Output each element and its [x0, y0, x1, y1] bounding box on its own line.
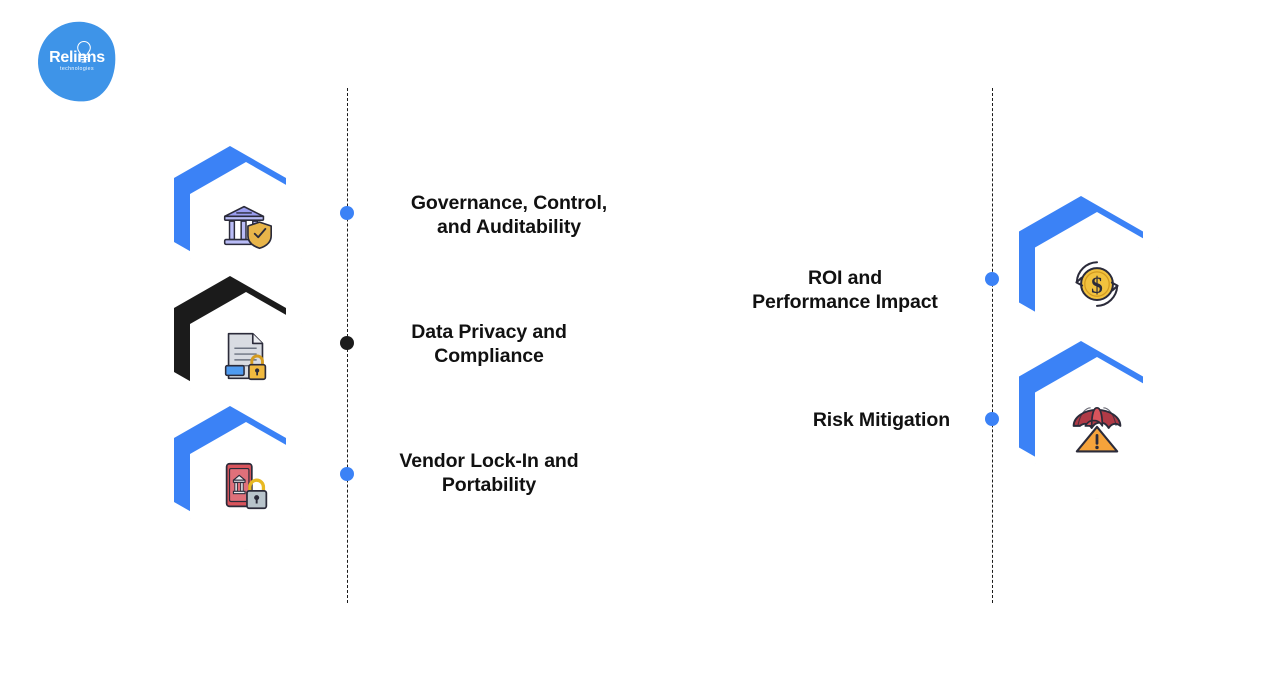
hex-card-vendor-lockin[interactable]	[174, 406, 302, 550]
hex-face-governance	[190, 162, 302, 290]
timeline-dot-vendor-lockin[interactable]	[340, 467, 354, 481]
timeline-dot-governance[interactable]	[340, 206, 354, 220]
hex-card-risk[interactable]	[1019, 341, 1159, 499]
hex-card-data-privacy[interactable]	[174, 276, 302, 420]
bank-shield-icon	[223, 205, 273, 250]
lightbulb-icon	[77, 40, 91, 63]
timeline-dot-roi[interactable]	[985, 272, 999, 286]
timeline-dot-risk[interactable]	[985, 412, 999, 426]
dollar-coin-cycle-icon: $	[1075, 261, 1119, 307]
device-padlock-icon	[225, 462, 268, 510]
brand-name: Relinns	[49, 49, 105, 66]
timeline-dot-data-privacy[interactable]	[340, 336, 354, 350]
document-lock-icon	[224, 332, 267, 381]
hex-card-governance[interactable]	[174, 146, 302, 290]
hex-card-roi[interactable]: $	[1019, 196, 1159, 354]
label-risk: Risk Mitigation	[812, 409, 950, 431]
timeline-rail-right	[992, 88, 993, 603]
svg-text:$: $	[1091, 273, 1103, 299]
hex-face-data-privacy	[190, 292, 302, 420]
label-data-privacy: Data Privacy and Compliance	[411, 321, 567, 367]
label-governance: Governance, Control, and Auditability	[410, 192, 608, 238]
label-roi: ROI and Performance Impact	[752, 267, 938, 313]
label-vendor-lockin: Vendor Lock-In and Portability	[399, 450, 579, 496]
umbrella-warning-icon	[1072, 406, 1122, 453]
brand-logo: Relinns technologies	[32, 16, 122, 108]
brand-tagline: technologies	[60, 66, 94, 72]
